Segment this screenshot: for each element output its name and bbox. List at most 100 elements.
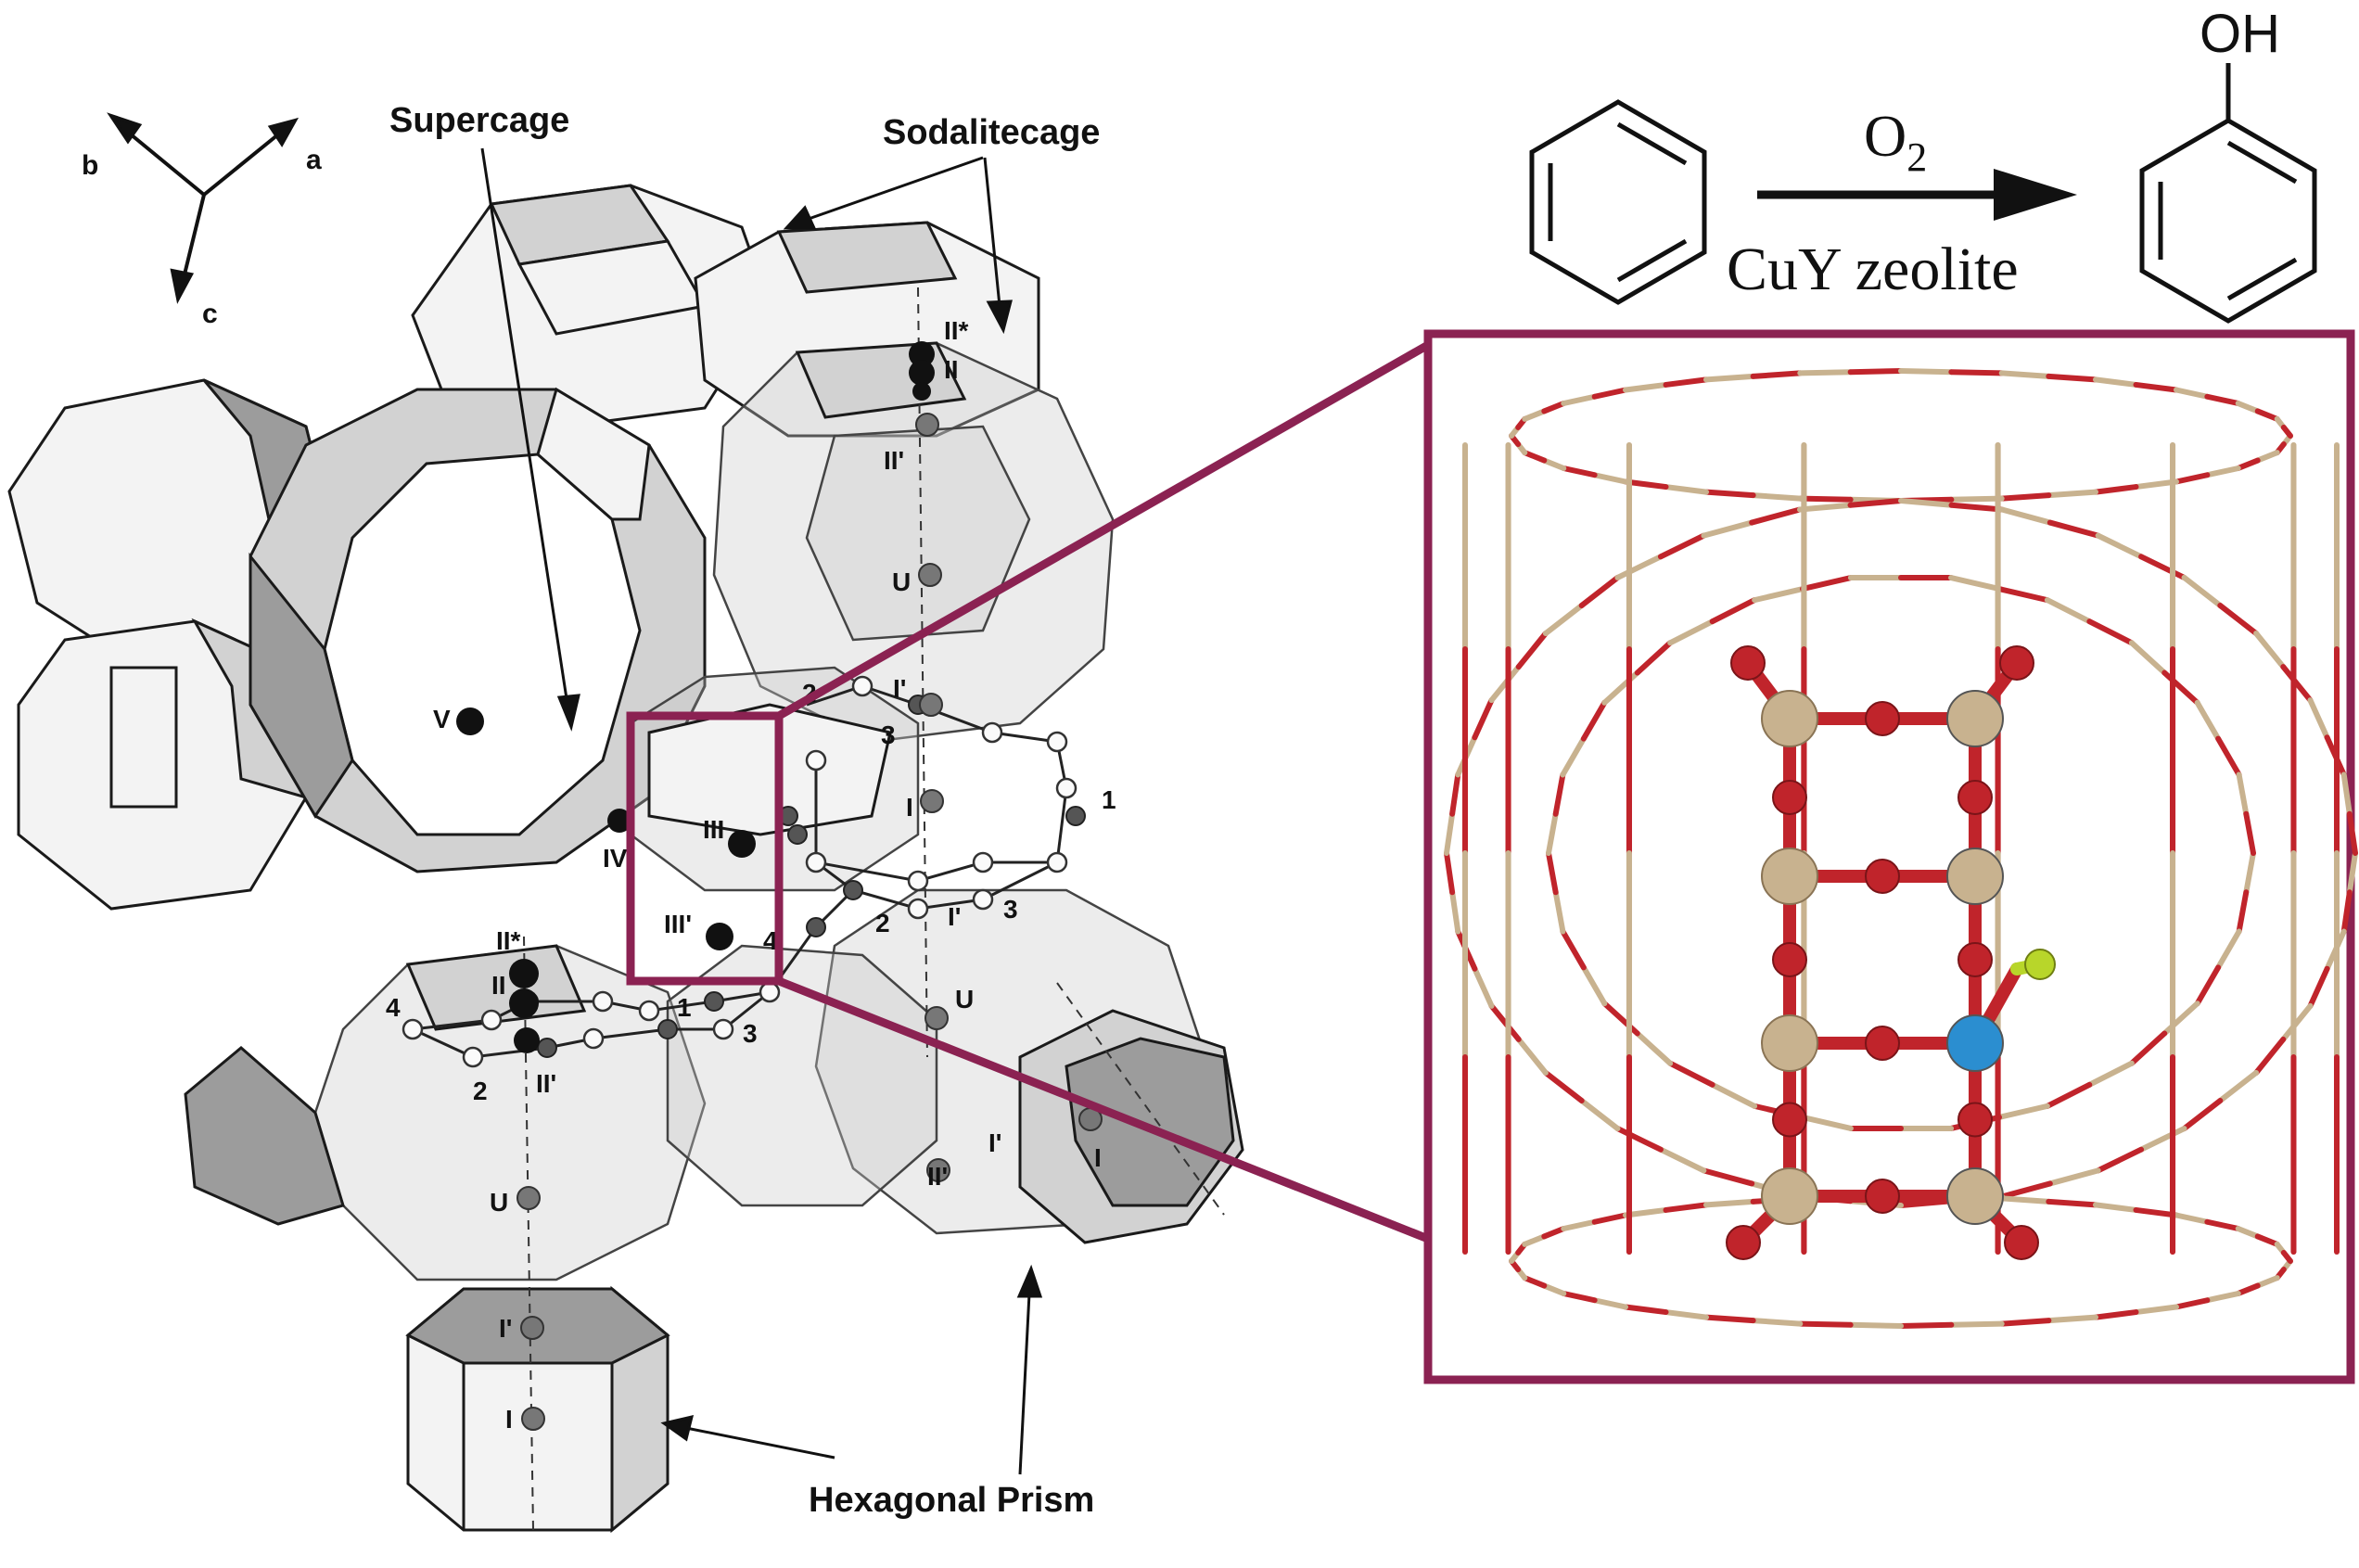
inset-si-bond — [2236, 771, 2250, 817]
silicon-atom — [1946, 690, 2004, 747]
inset-o-bond — [1750, 370, 1804, 379]
inset-o-bond — [2254, 1233, 2280, 1247]
symmetry-axes — [523, 287, 1225, 1531]
site-label-i-bottom: I — [505, 1405, 513, 1434]
inset-si-bond — [2133, 1304, 2179, 1316]
inset-o-bond — [2086, 618, 2135, 646]
inset-o-bond — [1515, 631, 1549, 670]
site-label-iii-prime: III' — [664, 910, 692, 938]
zoom-box — [626, 711, 784, 986]
inset-o-bond — [1546, 850, 1559, 896]
inset-o-bond — [2128, 1030, 2168, 1066]
inset-o-bond — [1701, 1167, 1755, 1187]
inset-o-bond — [1552, 771, 1566, 817]
inset-si-bond — [2133, 478, 2179, 491]
framework-atom-grey — [704, 991, 724, 1012]
framework-atom-white — [582, 1027, 605, 1050]
inset-o-bond — [2204, 1218, 2241, 1231]
inset-si-bond — [1634, 1030, 1674, 1066]
inset-si-bond — [2204, 465, 2241, 478]
inset-o-bond — [2235, 457, 2261, 471]
inset-o-bond — [2138, 554, 2187, 580]
inset-framework-wireframe — [1444, 368, 2358, 1329]
benzene-reactant — [1529, 99, 1707, 305]
cation-site-sphere — [728, 830, 756, 858]
inset-o-bond — [2243, 810, 2256, 856]
inset-o-bond — [2173, 472, 2211, 485]
inset-o-bond — [2133, 381, 2179, 393]
inset-si-bond — [2173, 387, 2211, 400]
cation-site-markers — [456, 341, 1103, 1431]
inset-si-bond — [1522, 408, 1548, 422]
inset-o-bond — [1560, 928, 1587, 971]
oxygen-atom — [1772, 942, 1807, 977]
inset-si-bond — [2340, 771, 2353, 817]
inset-o-bond — [1998, 492, 2052, 502]
inset-o-bond — [2181, 1098, 2224, 1132]
inset-si-bond — [1657, 1146, 1707, 1174]
supercage-ring — [249, 387, 707, 873]
oxygen-atom — [1999, 645, 2034, 681]
silicon-atom — [1761, 1167, 1818, 1225]
label-hexagonal-prism: Hexagonal Prism — [809, 1481, 1094, 1520]
inset-si-bond — [1614, 554, 1664, 580]
framework-atom-white — [759, 981, 781, 1003]
label-sodalitecage: Sodalitecage — [883, 113, 1100, 152]
inset-si-bond — [1591, 472, 1629, 485]
inset-si-bond — [1541, 457, 1567, 471]
oxygen-atom — [2004, 1225, 2039, 1260]
cation-site-sphere-grey — [918, 563, 942, 587]
framework-atom-white — [907, 870, 929, 892]
inset-o-bond — [1449, 771, 1461, 817]
copper-atom — [1946, 1014, 2004, 1072]
framework-atom-white — [592, 990, 614, 1013]
inset-o-bond — [1800, 575, 1854, 593]
inset-o-bond — [1591, 1212, 1629, 1225]
framework-atom-white — [805, 851, 827, 873]
inset-si-bond — [1998, 1195, 2052, 1205]
oxygen-atom — [1865, 1179, 1900, 1214]
site-label-v: V — [433, 705, 451, 733]
cation-site-sphere — [912, 382, 931, 401]
inset-o-bond — [2215, 735, 2242, 778]
sodalite-cage-bottom-right — [814, 888, 1244, 1244]
oxygen-atom — [1772, 780, 1807, 815]
inset-o-bond — [1472, 697, 1495, 741]
inset-si-bond — [1522, 1233, 1548, 1247]
inset-o-bond — [1703, 1314, 1756, 1324]
inset-si-bond — [1750, 1318, 1804, 1327]
reaction-arrow — [1757, 169, 2077, 221]
inset-si-bond — [1542, 602, 1585, 637]
inset-si-bond — [2194, 699, 2222, 742]
cation-site-sphere — [909, 341, 935, 367]
ring-number-2-right: 2 — [875, 909, 890, 937]
inset-o-bond — [1749, 506, 1803, 526]
ring-number-4-left: 4 — [386, 993, 401, 1022]
ring-number-labels: 1 1 2 2 2 3 3 3 4 4 — [386, 679, 1116, 1105]
silicon-atom — [1946, 1167, 2004, 1225]
site-label-i-center: I — [906, 793, 913, 822]
inset-si-bond — [2044, 597, 2093, 625]
inset-o-bond — [2093, 1309, 2139, 1320]
ring-number-1-right: 1 — [1102, 785, 1116, 814]
inset-si-bond — [2346, 850, 2358, 896]
site-label-ii-top: II — [944, 355, 959, 384]
inset-o-bond — [1898, 1321, 1955, 1329]
framework-atom-grey — [787, 824, 808, 845]
inset-si-bond — [1472, 965, 1495, 1009]
central-prism — [629, 666, 920, 892]
inset-si-bond — [2128, 640, 2168, 676]
inset-si-bond — [1560, 735, 1587, 778]
oxidant-main: O — [1864, 103, 1906, 169]
framework-atom-white — [638, 1000, 660, 1022]
framework-atom-white — [851, 675, 873, 697]
cation-site-sphere — [509, 988, 539, 1018]
site-label-i-prime-bottom: I' — [499, 1314, 512, 1343]
site-label-u-top: U — [892, 567, 911, 596]
cation-site-sphere — [706, 923, 733, 950]
inset-si-bond — [1948, 575, 2002, 593]
inset-o-bond — [1999, 1180, 2053, 1200]
inset-si-bond — [1541, 1282, 1567, 1296]
